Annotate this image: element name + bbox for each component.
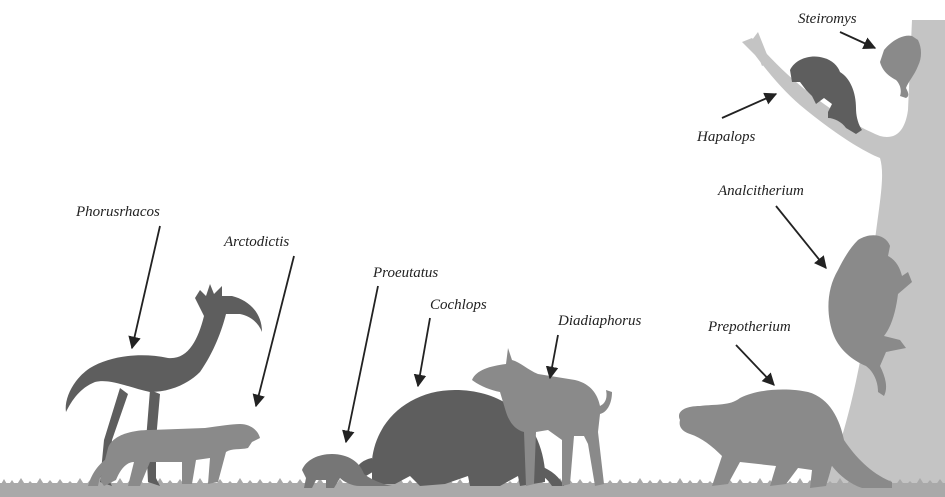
arrow-icon — [132, 226, 160, 348]
label-cochlops: Cochlops — [430, 298, 487, 313]
label-prepotherium: Prepotherium — [708, 320, 791, 335]
arrow-icon — [840, 32, 875, 48]
arrow-icon — [736, 345, 774, 385]
arrow-icon — [550, 335, 558, 378]
arrow-icon — [776, 206, 826, 268]
label-arctodictis: Arctodictis — [224, 235, 289, 250]
label-steiromys: Steiromys — [798, 12, 857, 27]
label-diadiaphorus: Diadiaphorus — [558, 314, 641, 329]
label-analcitherium: Analcitherium — [718, 184, 804, 199]
arrow-icon — [346, 286, 378, 442]
label-phorusrhacos: Phorusrhacos — [76, 205, 160, 220]
arrow-icon — [722, 94, 776, 118]
label-hapalops: Hapalops — [697, 130, 755, 145]
label-proeutatus: Proeutatus — [373, 266, 438, 281]
arrow-icon — [418, 318, 430, 386]
